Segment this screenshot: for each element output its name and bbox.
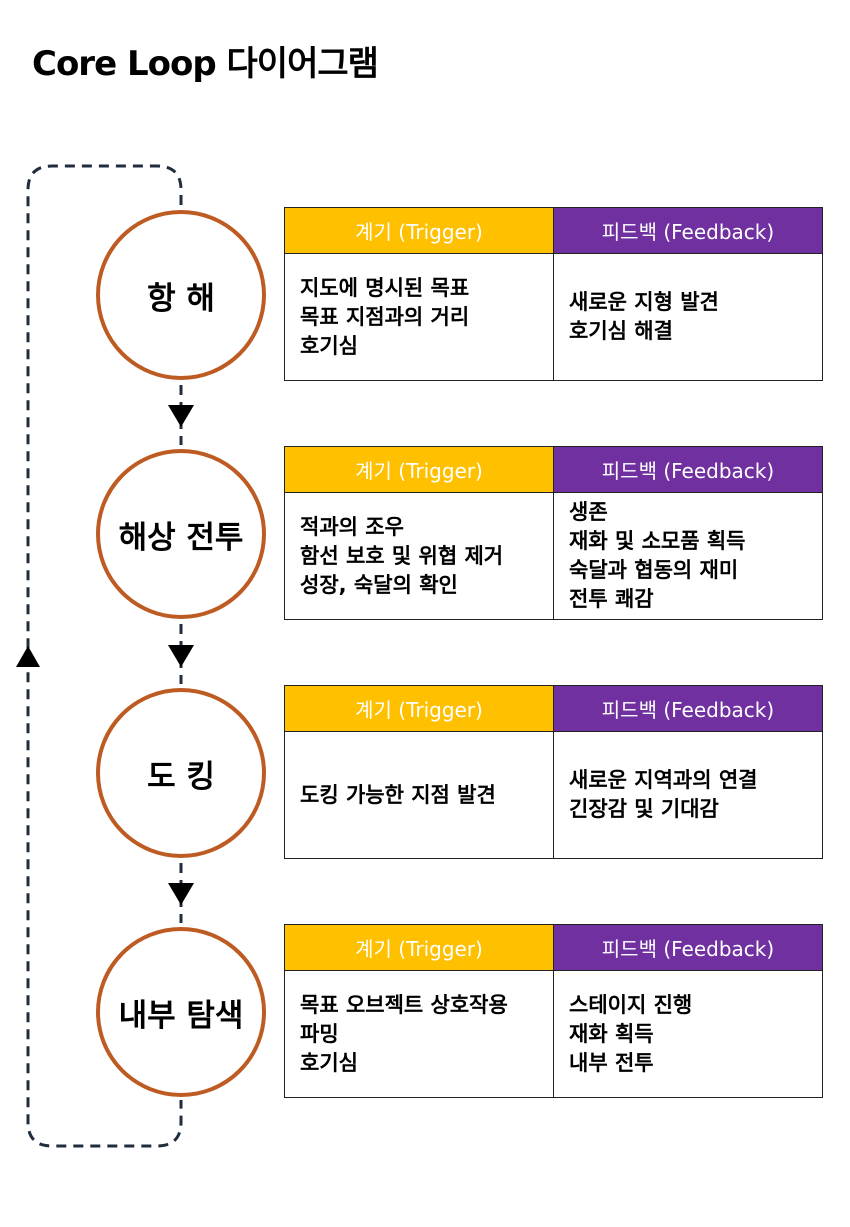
trigger-item: 도킹 가능한 지점 발견 [300,782,496,807]
trigger-item: 지도에 명시된 목표 [300,275,470,300]
feedback-cell: 생존 재화 및 소모품 획득 숙달과 협동의 재미 전투 쾌감 [553,492,823,620]
stage-circle-navigation: 항 해 [96,210,266,380]
page-title: Core Loop 다이어그램 [32,44,379,84]
trigger-header: 계기 (Trigger) [284,446,554,493]
stage-circle-docking: 도 킹 [96,688,266,858]
feedback-item: 내부 전투 [569,1050,654,1075]
stage-name: 내부 탐색 [118,997,244,1034]
trigger-cell: 도킹 가능한 지점 발견 [284,731,554,859]
stage-table-docking: 계기 (Trigger) 피드백 (Feedback) 도킹 가능한 지점 발견… [284,685,823,859]
arrow-down-icon [168,883,194,905]
trigger-item: 함선 보호 및 위협 제거 [300,543,504,568]
feedback-item: 재화 획득 [569,1021,654,1046]
feedback-item: 숙달과 협동의 재미 [569,558,739,582]
arrow-up-icon [16,646,40,667]
stage-circle-interior-exploration: 내부 탐색 [96,927,266,1097]
feedback-item: 스테이지 진행 [569,992,693,1017]
trigger-header: 계기 (Trigger) [284,924,554,971]
arrow-down-icon [168,645,194,667]
arrow-down-icon [168,405,194,427]
stage-table-interior-exploration: 계기 (Trigger) 피드백 (Feedback) 목표 오브젝트 상호작용… [284,924,823,1098]
feedback-header: 피드백 (Feedback) [553,207,823,254]
trigger-cell: 목표 오브젝트 상호작용 파밍 호기심 [284,970,554,1098]
feedback-item: 호기심 해결 [569,319,673,343]
trigger-cell: 지도에 명시된 목표 목표 지점과의 거리 호기심 [284,253,554,381]
trigger-header: 계기 (Trigger) [284,207,554,254]
feedback-cell: 새로운 지형 발견 호기심 해결 [553,253,823,381]
feedback-item: 긴장감 및 기대감 [569,797,719,821]
trigger-item: 목표 오브젝트 상호작용 [300,992,508,1017]
feedback-cell: 스테이지 진행 재화 획득 내부 전투 [553,970,823,1098]
stage-table-navigation: 계기 (Trigger) 피드백 (Feedback) 지도에 명시된 목표 목… [284,207,823,381]
trigger-item: 적과의 조우 [300,514,404,539]
feedback-cell: 새로운 지역과의 연결 긴장감 및 기대감 [553,731,823,859]
trigger-cell: 적과의 조우 함선 보호 및 위협 제거 성장, 숙달의 확인 [284,492,554,620]
feedback-header: 피드백 (Feedback) [553,446,823,493]
stage-name: 도 킹 [147,758,215,795]
stage-name: 해상 전투 [118,519,244,556]
feedback-item: 전투 쾌감 [569,587,654,611]
feedback-item: 생존 [569,500,608,524]
stage-circle-naval-battle: 해상 전투 [96,449,266,619]
stage-table-naval-battle: 계기 (Trigger) 피드백 (Feedback) 적과의 조우 함선 보호… [284,446,823,620]
trigger-item: 성장, 숙달의 확인 [300,572,458,597]
feedback-item: 새로운 지형 발견 [569,290,719,314]
trigger-item: 목표 지점과의 거리 [300,304,470,329]
feedback-header: 피드백 (Feedback) [553,924,823,971]
trigger-header: 계기 (Trigger) [284,685,554,732]
trigger-item: 호기심 [300,333,358,358]
feedback-item: 새로운 지역과의 연결 [569,768,758,792]
trigger-item: 호기심 [300,1050,358,1075]
stage-name: 항 해 [147,280,215,317]
feedback-item: 재화 및 소모품 획득 [569,529,746,553]
trigger-item: 파밍 [300,1021,339,1046]
feedback-header: 피드백 (Feedback) [553,685,823,732]
